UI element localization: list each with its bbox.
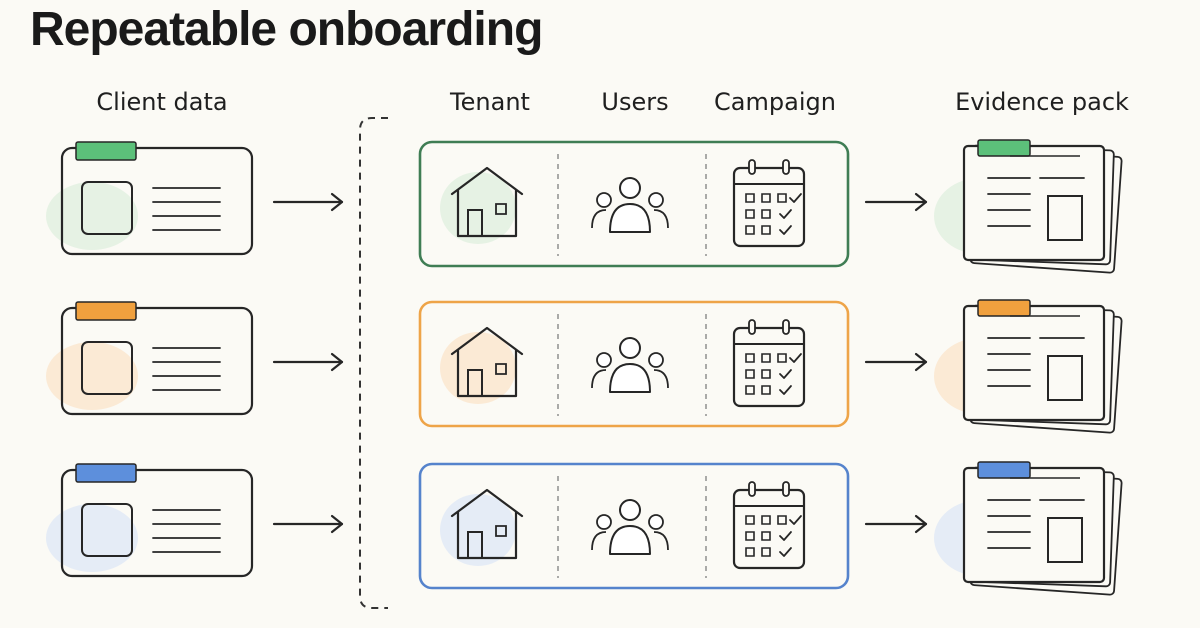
users-group-icon <box>592 178 668 232</box>
users-group-icon <box>592 500 668 554</box>
house-icon <box>440 490 522 566</box>
calendar-checklist-icon <box>734 482 804 568</box>
arrow-right-icon <box>866 354 926 370</box>
onboarding-row-orange <box>46 300 1122 433</box>
column-label-client-data: Client data <box>96 88 228 116</box>
onboarding-row-blue <box>46 462 1122 595</box>
evidence-pack-icon <box>934 140 1122 273</box>
document-card-icon <box>46 302 252 414</box>
page-title: Repeatable onboarding <box>30 3 543 56</box>
document-card-icon <box>46 142 252 254</box>
document-card-icon <box>46 464 252 576</box>
evidence-pack-icon <box>934 300 1122 433</box>
calendar-checklist-icon <box>734 320 804 406</box>
column-label-users: Users <box>601 88 669 116</box>
process-container-orange <box>420 302 848 426</box>
house-icon <box>440 328 522 404</box>
process-container-blue <box>420 464 848 588</box>
arrow-right-icon <box>274 516 342 532</box>
grouping-bracket <box>360 118 388 608</box>
house-icon <box>440 168 522 244</box>
process-container-green <box>420 142 848 266</box>
column-label-tenant: Tenant <box>450 88 530 116</box>
arrow-right-icon <box>866 194 926 210</box>
onboarding-row-green <box>46 140 1122 273</box>
evidence-pack-icon <box>934 462 1122 595</box>
column-label-campaign: Campaign <box>714 88 836 116</box>
arrow-right-icon <box>274 194 342 210</box>
calendar-checklist-icon <box>734 160 804 246</box>
arrow-right-icon <box>866 516 926 532</box>
arrow-right-icon <box>274 354 342 370</box>
users-group-icon <box>592 338 668 392</box>
column-label-evidence-pack: Evidence pack <box>955 88 1129 116</box>
